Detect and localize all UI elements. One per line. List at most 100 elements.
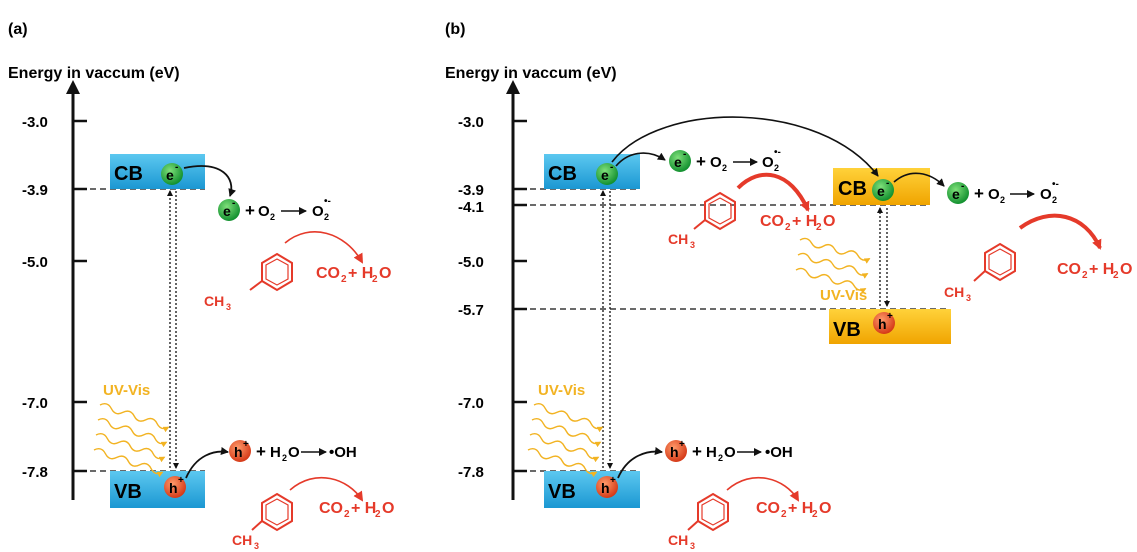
svg-text:3: 3	[966, 293, 971, 303]
svg-text:2: 2	[282, 453, 287, 463]
hole-symbol: h	[169, 480, 178, 496]
axis-arrowhead	[506, 80, 520, 94]
axis-arrowhead	[66, 80, 80, 94]
svg-text:e: e	[877, 183, 885, 199]
svg-text:-: -	[886, 178, 889, 189]
axis-title: Energy in vaccum (eV)	[445, 65, 617, 82]
electron-transfer-arrow	[183, 165, 237, 197]
svg-text:2: 2	[781, 509, 787, 520]
svg-text:•OH: •OH	[329, 444, 357, 461]
svg-text:•-: •-	[1052, 179, 1059, 190]
h2o-oxidation-reaction: h + + H 2 O •OH	[229, 439, 357, 463]
uv-light-waves	[93, 403, 170, 478]
svg-text:O: O	[258, 203, 270, 220]
svg-text:+ H: + H	[351, 500, 376, 517]
tick-label: -4.1	[458, 199, 484, 216]
tick-label: -3.0	[458, 114, 484, 131]
tick-label: -7.0	[22, 395, 48, 412]
electron-transfer-arrow	[615, 152, 666, 167]
svg-text:O: O	[823, 213, 835, 230]
svg-text:h: h	[670, 444, 679, 460]
svg-text:O: O	[724, 444, 736, 461]
svg-text:3: 3	[690, 240, 695, 250]
hole-charge: +	[178, 475, 184, 486]
tick-label: -5.0	[458, 254, 484, 271]
svg-text:2: 2	[774, 163, 779, 173]
svg-text:2: 2	[1000, 195, 1005, 205]
svg-text:CH: CH	[668, 231, 688, 247]
svg-text:2: 2	[324, 212, 329, 222]
hole-icon	[229, 440, 251, 462]
svg-text:+: +	[887, 311, 893, 322]
svg-text:CO: CO	[316, 265, 340, 282]
svg-text:-: -	[232, 198, 235, 209]
hole-transfer-arrow	[185, 447, 229, 479]
svg-text:2: 2	[1052, 195, 1057, 205]
tick-label: -7.0	[458, 395, 484, 412]
svg-text:H: H	[270, 444, 281, 461]
svg-text:•OH: •OH	[765, 444, 793, 461]
products-label: CO 2 + H 2 O	[1057, 261, 1132, 281]
uv-light-waves	[795, 237, 871, 294]
oxidation-arrow	[289, 476, 364, 502]
svg-text:e: e	[223, 203, 231, 219]
svg-text:+ H: + H	[1089, 261, 1114, 278]
svg-text:2: 2	[341, 274, 347, 285]
electron-icon	[596, 163, 618, 185]
svg-text:O: O	[762, 154, 774, 171]
svg-text:O: O	[312, 203, 324, 220]
products-label: CO 2 + H 2 O	[319, 500, 394, 520]
tick-label: -5.0	[22, 254, 48, 271]
svg-text:+: +	[692, 442, 702, 461]
svg-text:O: O	[1040, 186, 1052, 203]
svg-text:H: H	[706, 444, 717, 461]
svg-text:2: 2	[722, 163, 727, 173]
tick-label: -7.8	[458, 464, 484, 481]
svg-text:CH: CH	[204, 293, 224, 309]
uv-vis-label: UV-Vis	[820, 287, 867, 304]
hole-transfer-arrow	[617, 447, 663, 479]
svg-text:CH: CH	[944, 284, 964, 300]
toluene-molecule: CH 3	[944, 242, 1016, 303]
o2-reduction-reaction: e - + O 2 O 2 •-	[947, 179, 1059, 205]
tick-label: -3.0	[22, 114, 48, 131]
svg-text:h: h	[878, 316, 887, 332]
svg-text:O: O	[379, 265, 391, 282]
svg-text:CH: CH	[232, 532, 252, 548]
electron-charge: -	[175, 162, 178, 173]
svg-text:•-: •-	[324, 196, 331, 207]
svg-text:O: O	[382, 500, 394, 517]
svg-text:2: 2	[372, 274, 378, 285]
svg-text:h: h	[601, 480, 610, 496]
vb2-label: VB	[833, 319, 861, 341]
svg-text:-: -	[683, 149, 686, 160]
svg-text:3: 3	[690, 541, 695, 551]
o2-reduction-reaction: e - + O 2 O 2 •-	[669, 147, 781, 173]
toluene-molecule: CH 3	[204, 252, 293, 312]
svg-text:2: 2	[344, 509, 350, 520]
oxidation-arrow	[736, 172, 810, 212]
svg-text:CO: CO	[1057, 261, 1081, 278]
products-label: CO 2 + H 2 O	[756, 500, 831, 520]
svg-text:e: e	[674, 154, 682, 170]
electron-symbol: e	[166, 167, 174, 183]
svg-text:+: +	[256, 442, 266, 461]
svg-text:+: +	[696, 152, 706, 171]
svg-text:3: 3	[254, 541, 259, 551]
toluene-molecule: CH 3	[668, 492, 729, 551]
axis-title: Energy in vaccum (eV)	[8, 65, 180, 82]
panel-label: (a)	[8, 21, 28, 38]
vb-label: VB	[114, 481, 142, 503]
svg-text:+: +	[679, 439, 685, 450]
svg-text:O: O	[819, 500, 831, 517]
svg-text:2: 2	[1113, 270, 1119, 281]
cb2-label: CB	[838, 178, 867, 200]
oxidation-arrow	[1018, 213, 1102, 250]
o2-reduction-reaction: e - + O 2 O 2 •-	[218, 196, 331, 222]
toluene-molecule: CH 3	[668, 191, 736, 250]
tick-label: -3.9	[458, 182, 484, 199]
tick-label: -5.7	[458, 302, 484, 319]
toluene-molecule: CH 3	[232, 492, 293, 551]
svg-text:e: e	[952, 186, 960, 202]
oxidation-arrow	[284, 231, 363, 264]
